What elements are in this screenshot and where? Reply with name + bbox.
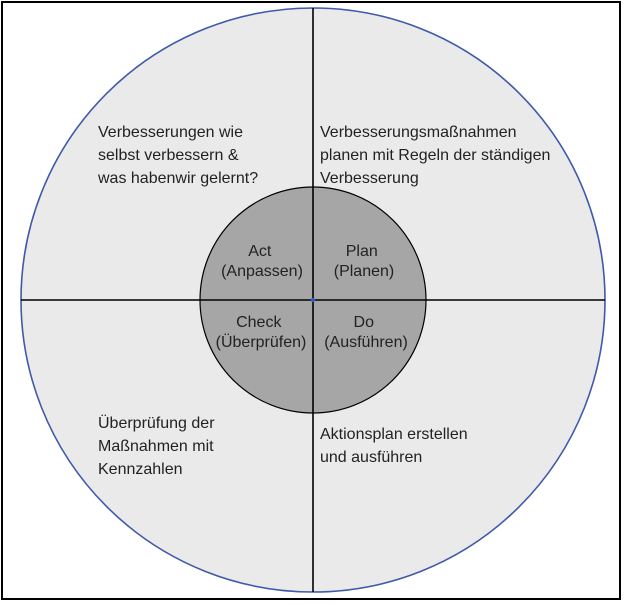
core-plan-label: Plan (Planen) bbox=[334, 243, 394, 280]
core-do-label: Do (Ausführen) bbox=[324, 314, 408, 351]
center-dot bbox=[310, 297, 316, 303]
quadrant-bottom-left-text: Überprüfung der Maßnahmen mit Kennzahlen bbox=[98, 414, 219, 478]
quadrant-top-left-text: Verbesserungen wie selbst verbessern & w… bbox=[97, 124, 258, 187]
core-act-label: Act (Anpassen) bbox=[221, 243, 303, 280]
quadrant-top-right-text: Verbesserungsmaßnahmen planen mit Regeln… bbox=[320, 124, 555, 187]
core-check-label: Check (Überprüfen) bbox=[216, 314, 307, 351]
quadrant-bottom-right-text: Aktionsplan erstellen und ausführen bbox=[320, 426, 472, 466]
